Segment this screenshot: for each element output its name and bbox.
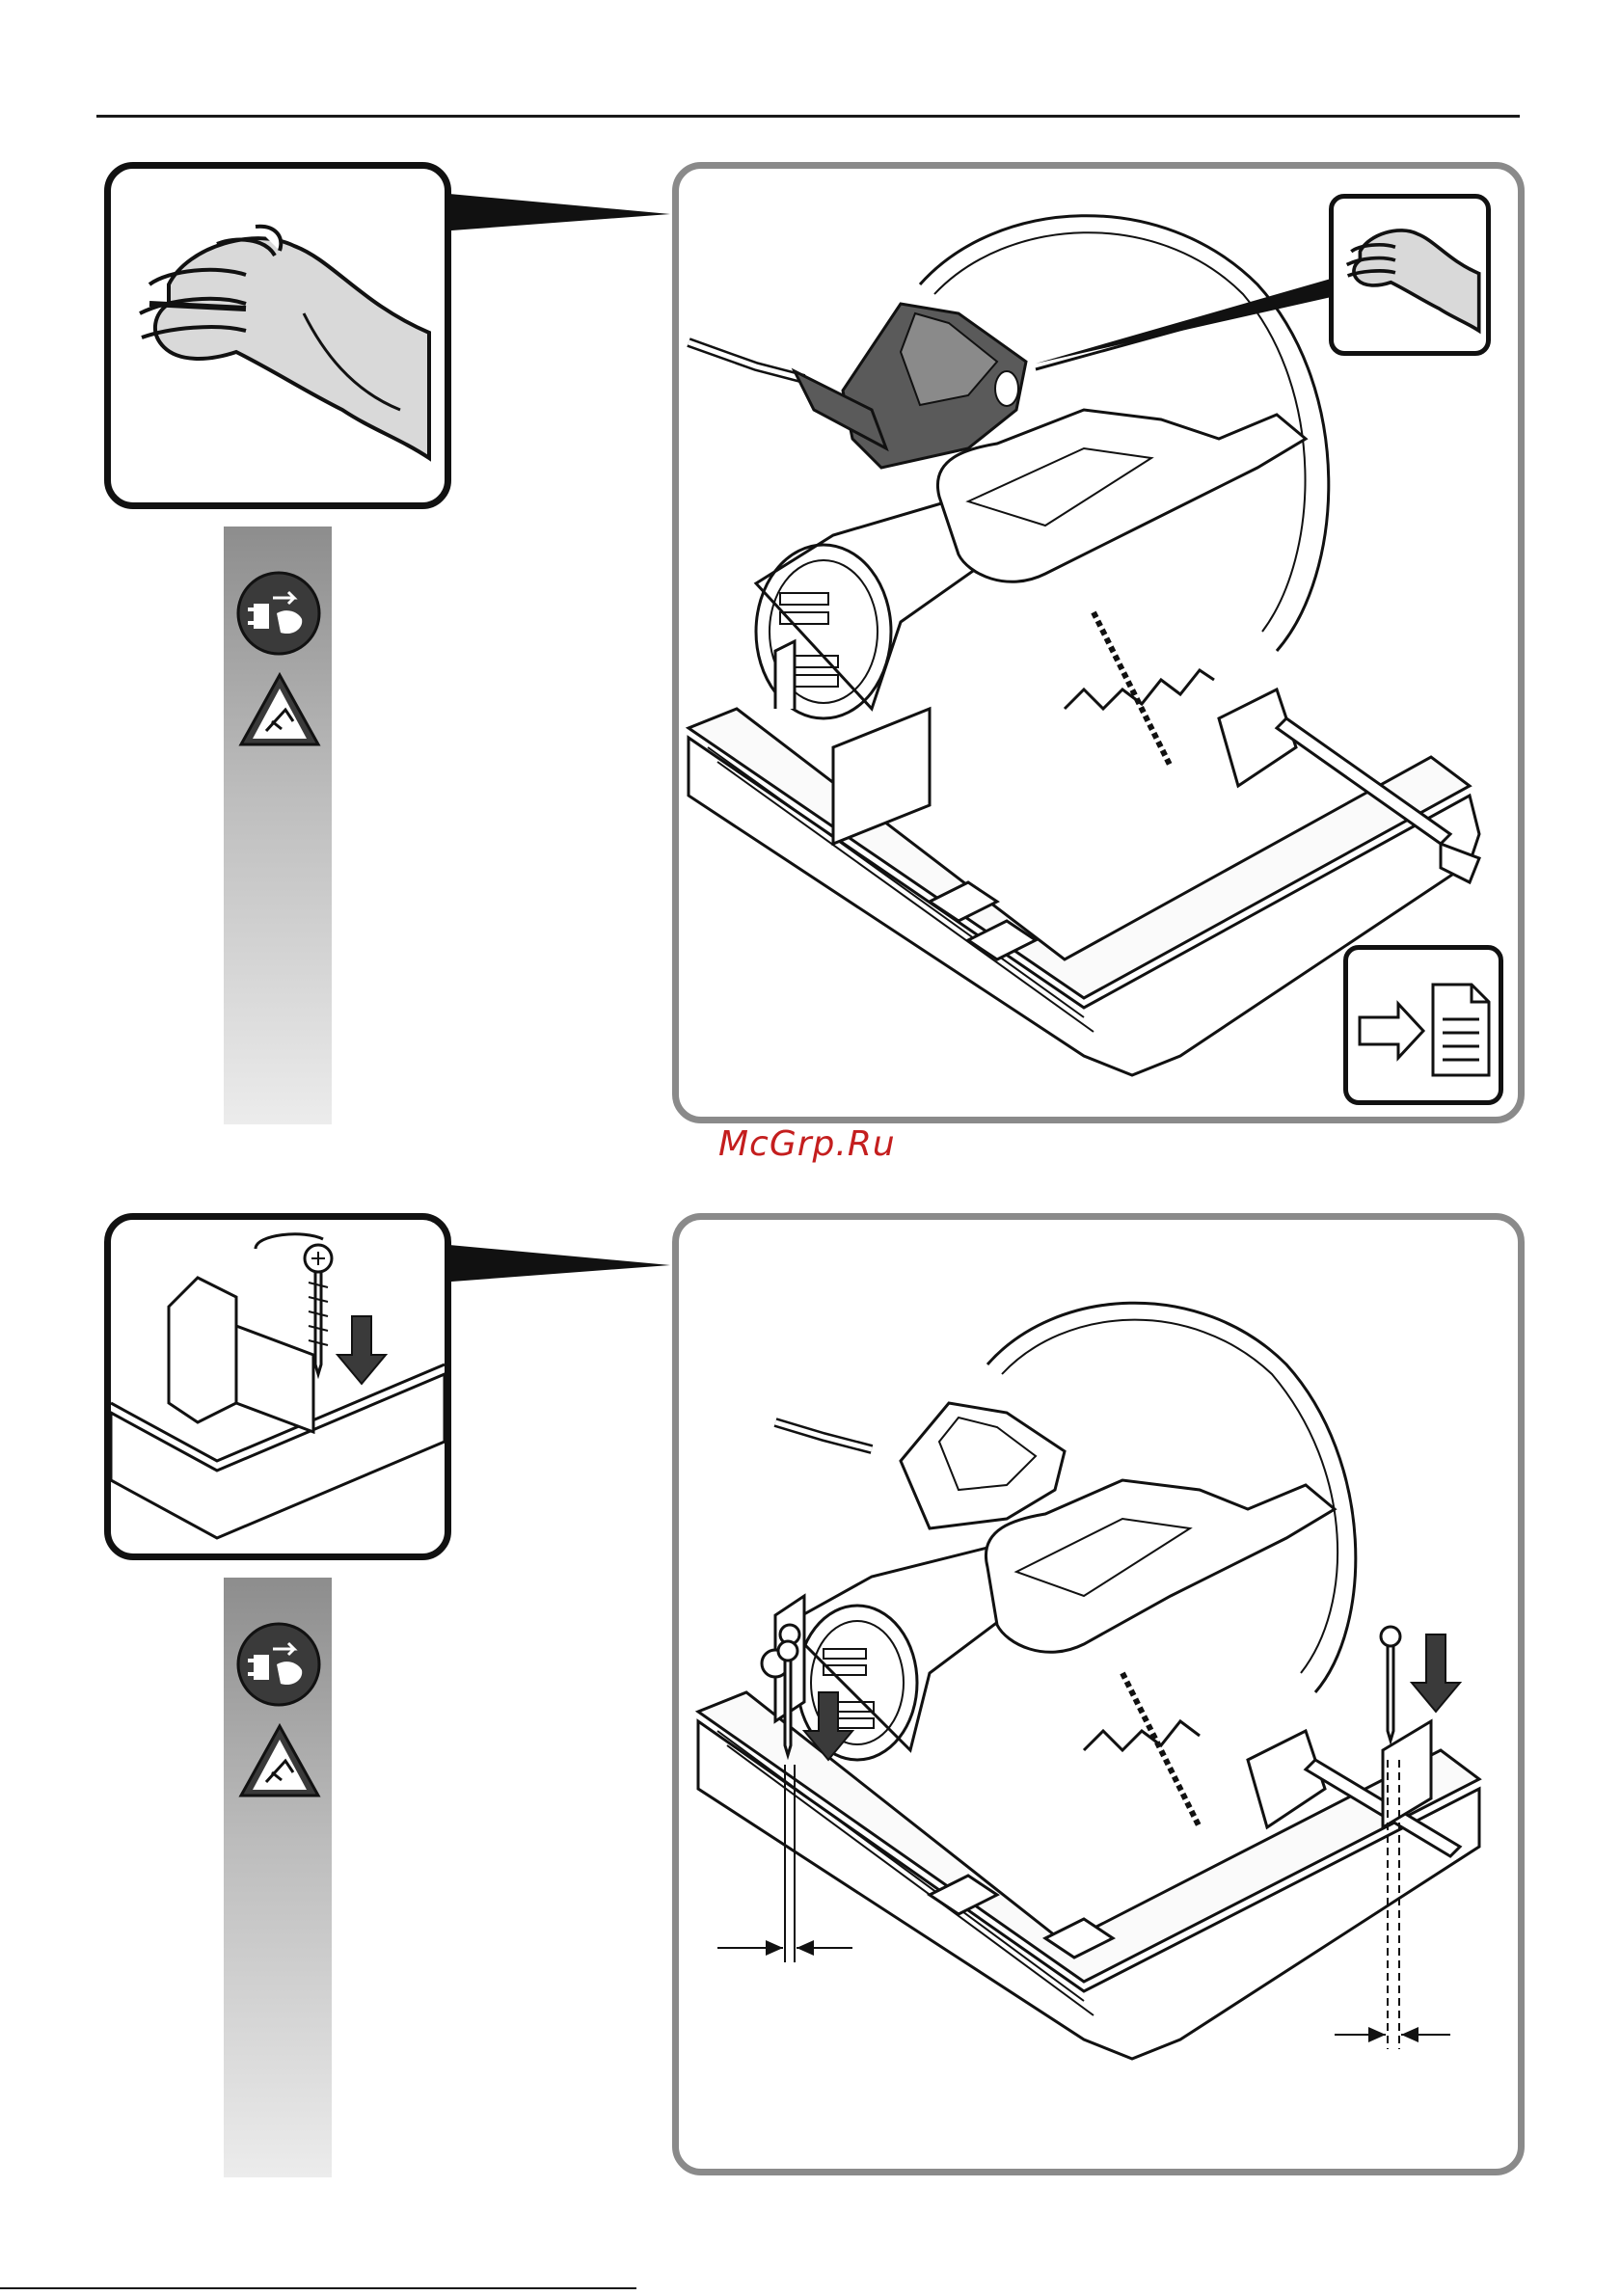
- see-document-icon: [1343, 945, 1503, 1105]
- screw-mount-icon: [111, 1220, 445, 1553]
- hand-grip-icon: [1334, 199, 1486, 351]
- cut-off-saw-screw-mounting-illustration: [679, 1220, 1518, 2169]
- hazard-warning-icon: [237, 671, 322, 750]
- unplug-icon: [234, 1620, 323, 1709]
- callout-pointer: [439, 174, 680, 241]
- watermark: McGrp.Ru: [718, 1124, 896, 1164]
- screw-callout: [104, 1213, 451, 1560]
- top-rule: [96, 115, 1520, 118]
- illustration-frame: [672, 1213, 1525, 2175]
- hazard-warning-icon: [237, 1722, 322, 1801]
- callout-pointer: [439, 1225, 680, 1292]
- bottom-rule: [0, 2287, 636, 2289]
- inset-hand-callout: [1329, 194, 1491, 356]
- unplug-icon: [234, 569, 323, 658]
- hand-callout: [104, 162, 451, 509]
- hand-grip-icon: [111, 169, 445, 502]
